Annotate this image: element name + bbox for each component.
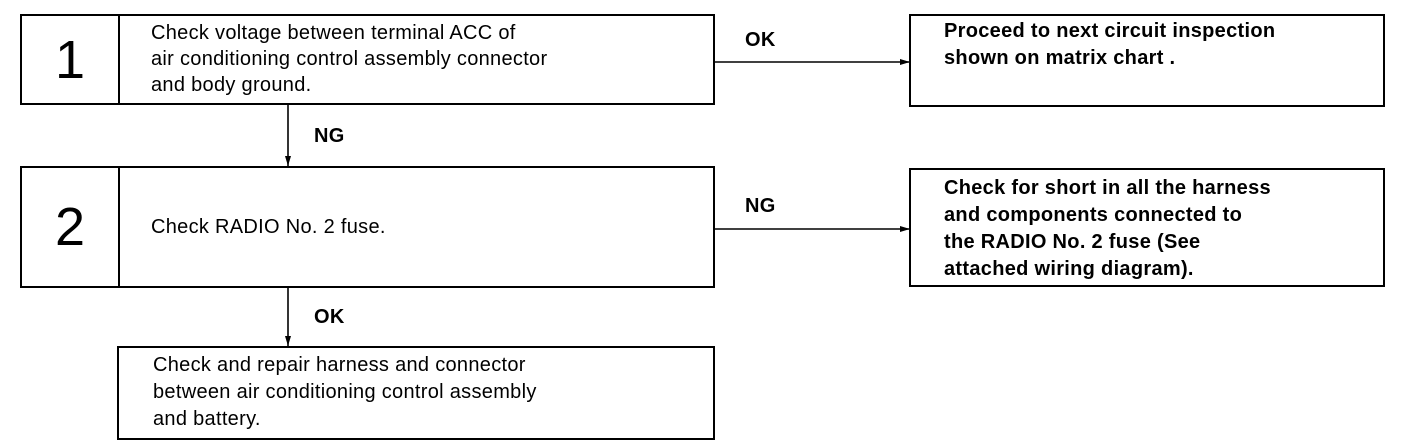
- result-ng-box: Check for short in all the harness and c…: [909, 168, 1385, 287]
- final-action-box: Check and repair harness and connector b…: [117, 346, 715, 440]
- step-1-ng-label: NG: [314, 125, 345, 147]
- final-action-line-2: between air conditioning control assembl…: [153, 381, 537, 403]
- step-1-line-3: and body ground.: [151, 74, 312, 96]
- result-ng-line-4: attached wiring diagram).: [944, 258, 1194, 280]
- step-2-line-1: Check RADIO No. 2 fuse.: [151, 216, 386, 238]
- result-ng-text: Check for short in all the harness and c…: [911, 170, 1383, 283]
- result-ok-line-1: Proceed to next circuit inspection: [944, 20, 1276, 42]
- final-action-line-3: and battery.: [153, 408, 261, 430]
- final-action-text: Check and repair harness and connector b…: [119, 348, 713, 433]
- step-2-ok-label: OK: [314, 306, 345, 328]
- step-1-line-1: Check voltage between terminal ACC of: [151, 22, 516, 44]
- result-ng-line-3: the RADIO No. 2 fuse (See: [944, 231, 1201, 253]
- result-ng-line-1: Check for short in all the harness: [944, 177, 1271, 199]
- result-ok-text: Proceed to next circuit inspection shown…: [911, 16, 1383, 72]
- final-action-line-1: Check and repair harness and connector: [153, 354, 526, 376]
- step-1-number: 1: [22, 16, 120, 103]
- step-2-box: 2 Check RADIO No. 2 fuse.: [20, 166, 715, 288]
- step-1-text: Check voltage between terminal ACC of ai…: [120, 16, 713, 103]
- result-ok-line-2: shown on matrix chart .: [944, 47, 1176, 69]
- step-2-text: Check RADIO No. 2 fuse.: [120, 168, 713, 286]
- step-2-ng-label: NG: [745, 195, 776, 217]
- step-1-line-2: air conditioning control assembly connec…: [151, 48, 548, 70]
- step-1-ok-label: OK: [745, 29, 776, 51]
- step-1-box: 1 Check voltage between terminal ACC of …: [20, 14, 715, 105]
- result-ng-line-2: and components connected to: [944, 204, 1243, 226]
- step-2-number: 2: [22, 168, 120, 286]
- result-ok-box: Proceed to next circuit inspection shown…: [909, 14, 1385, 107]
